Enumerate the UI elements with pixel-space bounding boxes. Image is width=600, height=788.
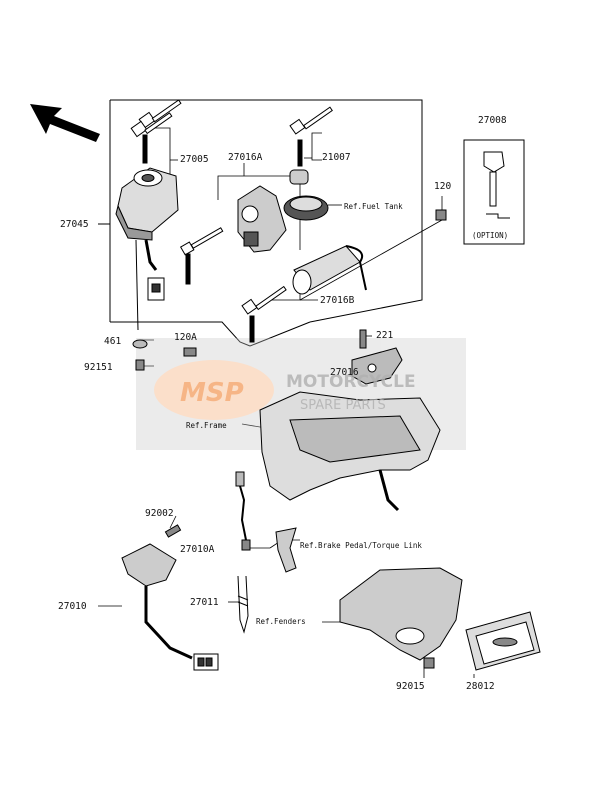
bolt-120-icon: [435, 209, 447, 221]
spring-27011-icon: [237, 575, 249, 634]
helmet-lock-27016b-icon: [241, 245, 367, 343]
part-label-27010a: 27010A: [180, 544, 215, 555]
part-label-28012: 28012: [466, 681, 495, 692]
ignition-switch-icon: [115, 167, 179, 331]
watermark-logo: MSP: [180, 378, 244, 408]
ref-label-frame: Ref.Frame: [186, 421, 227, 430]
seat-lock-27016a-icon: [179, 185, 287, 285]
ref-label-brake-pedal: Ref.Brake Pedal/Torque Link: [300, 541, 422, 550]
part-label-120: 120: [434, 181, 452, 192]
part-label-92151: 92151: [84, 362, 113, 373]
assembly-bracket-lines: [98, 99, 423, 347]
part-label-27011: 27011: [190, 597, 219, 608]
ref-label-fenders: Ref.Fenders: [256, 617, 306, 626]
ref-label-fuel-tank: Ref.Fuel Tank: [344, 202, 403, 211]
keys-27005-icon: [130, 99, 182, 164]
part-label-21007: 21007: [322, 152, 351, 163]
part-label-27008: 27008: [478, 115, 507, 126]
switch-27010-icon: [121, 524, 219, 671]
part-label-221: 221: [376, 330, 394, 341]
part-label-461: 461: [104, 336, 122, 347]
part-label-92015: 92015: [396, 681, 425, 692]
sensor-27010a-icon: [235, 471, 297, 573]
keys-21007-icon: [289, 106, 333, 185]
fenders-icon: [339, 567, 463, 669]
frame-icon: [259, 391, 441, 512]
part-label-27016: 27016: [330, 367, 359, 378]
part-label-92002: 92002: [145, 508, 174, 519]
fasteners-icon: [132, 329, 367, 371]
reflector-28012-icon: [465, 611, 541, 671]
part-label-27005: 27005: [180, 154, 209, 165]
option-label: (OPTION): [472, 231, 509, 240]
part-label-27016a: 27016A: [228, 152, 263, 163]
part-label-120a: 120A: [174, 332, 197, 343]
option-key-box: [463, 139, 525, 245]
part-label-27016b: 27016B: [320, 295, 355, 306]
part-label-27010: 27010: [58, 601, 87, 612]
bracket-27016-icon: [351, 347, 403, 385]
direction-arrow-icon: [30, 104, 100, 142]
watermark-line1: MOTORCYCLE: [286, 372, 416, 392]
watermark-line2: SPARE PARTS: [300, 398, 386, 413]
fuel-tank-cap-icon: [283, 195, 329, 221]
part-label-27045: 27045: [60, 219, 89, 230]
